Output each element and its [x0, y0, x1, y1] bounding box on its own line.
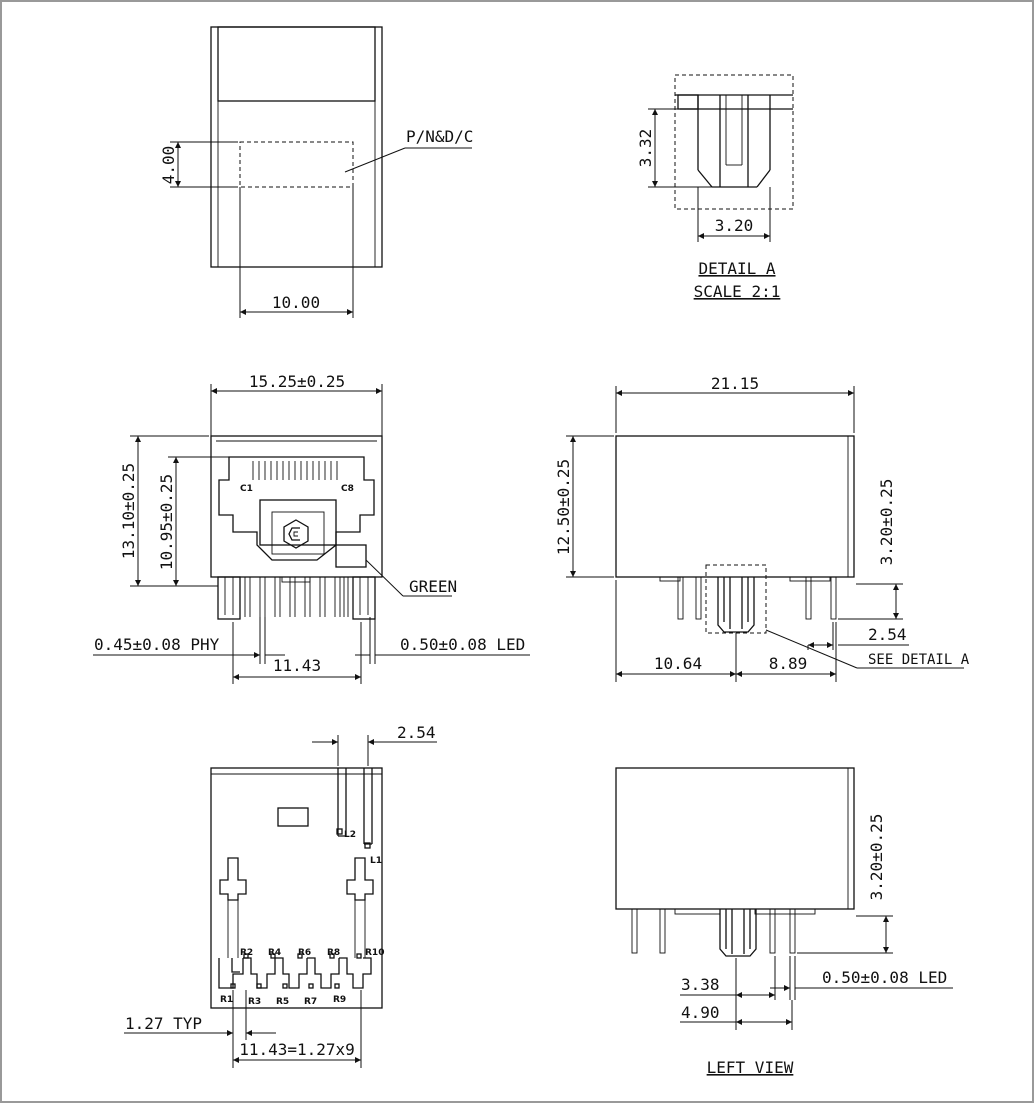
detail-a-scale: SCALE 2:1: [694, 282, 781, 301]
dim-left-pin-length: 3.20±0.25: [867, 814, 886, 901]
left-view-post: [719, 909, 757, 957]
front-view: C1 C8 GREEN 15.25±0.25 13.: [93, 372, 530, 684]
side-post: [717, 577, 755, 633]
pin-l1-label: L1: [370, 856, 382, 866]
detail-a-callout: [705, 564, 767, 634]
rj45-port: [218, 456, 375, 561]
bottom-pin-row: [218, 953, 372, 989]
dim-phy-pin: 0.45±0.08 PHY: [94, 635, 220, 654]
top-view-body: [210, 26, 383, 268]
dim-3-32: 3.32: [636, 129, 655, 168]
bottom-slot: [277, 807, 309, 827]
dim-side-length: 21.15: [711, 374, 759, 393]
brand-logo: [283, 519, 309, 549]
dim-left-4-90: 4.90: [681, 1003, 720, 1022]
detail-a-view: 3.32 3.20 DETAIL A SCALE 2:1: [636, 74, 794, 301]
left-post: [217, 576, 241, 620]
dim-side-2-54: 2.54: [868, 625, 907, 644]
contact-c8-label: C8: [341, 484, 354, 494]
contact-c1-label: C1: [240, 484, 253, 494]
pin-r5-label: R5: [276, 997, 289, 1007]
dim-side-10-64: 10.64: [654, 654, 702, 673]
dim-left-led-pin: 0.50±0.08 LED: [822, 968, 947, 987]
left-view-pins: [631, 908, 796, 954]
pin-r9-label: R9: [333, 995, 346, 1005]
top-view-window: [217, 26, 376, 102]
dim-10-00: 10.00: [272, 293, 320, 312]
dim-side-height: 12.50±0.25: [554, 459, 573, 555]
rj45-contacts: [252, 461, 338, 480]
pin-r3-label: R3: [248, 997, 261, 1007]
pin-r2-label: R2: [240, 948, 253, 958]
detail-a-title: DETAIL A: [698, 259, 775, 278]
pin-r1-label: R1: [220, 995, 233, 1005]
dim-front-width: 15.25±0.25: [249, 372, 345, 391]
dim-front-11-43: 11.43: [273, 656, 321, 675]
pin-r7-label: R7: [304, 997, 317, 1007]
bottom-view: L2 L1 R1 R2 R3: [124, 723, 437, 1068]
dim-4-00: 4.00: [159, 146, 178, 185]
dim-front-height-2: 10.95±0.25: [157, 474, 176, 570]
dim-side-pin-length: 3.20±0.25: [877, 479, 896, 566]
pn-label-area: [239, 141, 354, 188]
pin-r10-label: R10: [365, 948, 384, 958]
dim-bottom-pitch: 1.27 TYP: [125, 1014, 202, 1033]
dim-3-20: 3.20: [715, 216, 754, 235]
side-view-body: [615, 435, 855, 578]
side-view: SEE DETAIL A 21.15 12.50±0.25 3.20±0.25 …: [554, 374, 970, 682]
left-view: 3.20±0.25 0.50±0.08 LED 3.38 4.90 LEFT V…: [615, 767, 953, 1077]
side-pins: [677, 576, 837, 620]
right-post: [352, 576, 376, 620]
dim-front-height-1: 13.10±0.25: [119, 463, 138, 559]
pin-r4-label: R4: [268, 948, 281, 958]
pin-l2-label: L2: [344, 830, 356, 840]
latch-block: [259, 499, 337, 546]
front-pins: [244, 577, 349, 617]
left-view-title: LEFT VIEW: [707, 1058, 794, 1077]
bottom-view-body: [210, 767, 383, 1009]
left-view-body: [615, 767, 855, 910]
pn-dc-label: P/N&D/C: [406, 127, 473, 146]
top-view: P/N&D/C 4.00 10.00: [159, 26, 473, 318]
pin-r6-label: R6: [298, 948, 311, 958]
dim-bottom-span: 11.43=1.27x9: [239, 1040, 355, 1059]
detail-a-frame: [674, 74, 794, 210]
bottom-post-left: [219, 857, 247, 901]
green-led-label: GREEN: [409, 577, 457, 596]
led-window: [335, 544, 367, 568]
dim-side-8-89: 8.89: [769, 654, 808, 673]
dim-bottom-2-54: 2.54: [397, 723, 436, 742]
pin-r8-label: R8: [327, 948, 340, 958]
dim-left-3-38: 3.38: [681, 975, 720, 994]
see-detail-a-label: SEE DETAIL A: [868, 652, 970, 668]
dim-led-pin: 0.50±0.08 LED: [400, 635, 525, 654]
